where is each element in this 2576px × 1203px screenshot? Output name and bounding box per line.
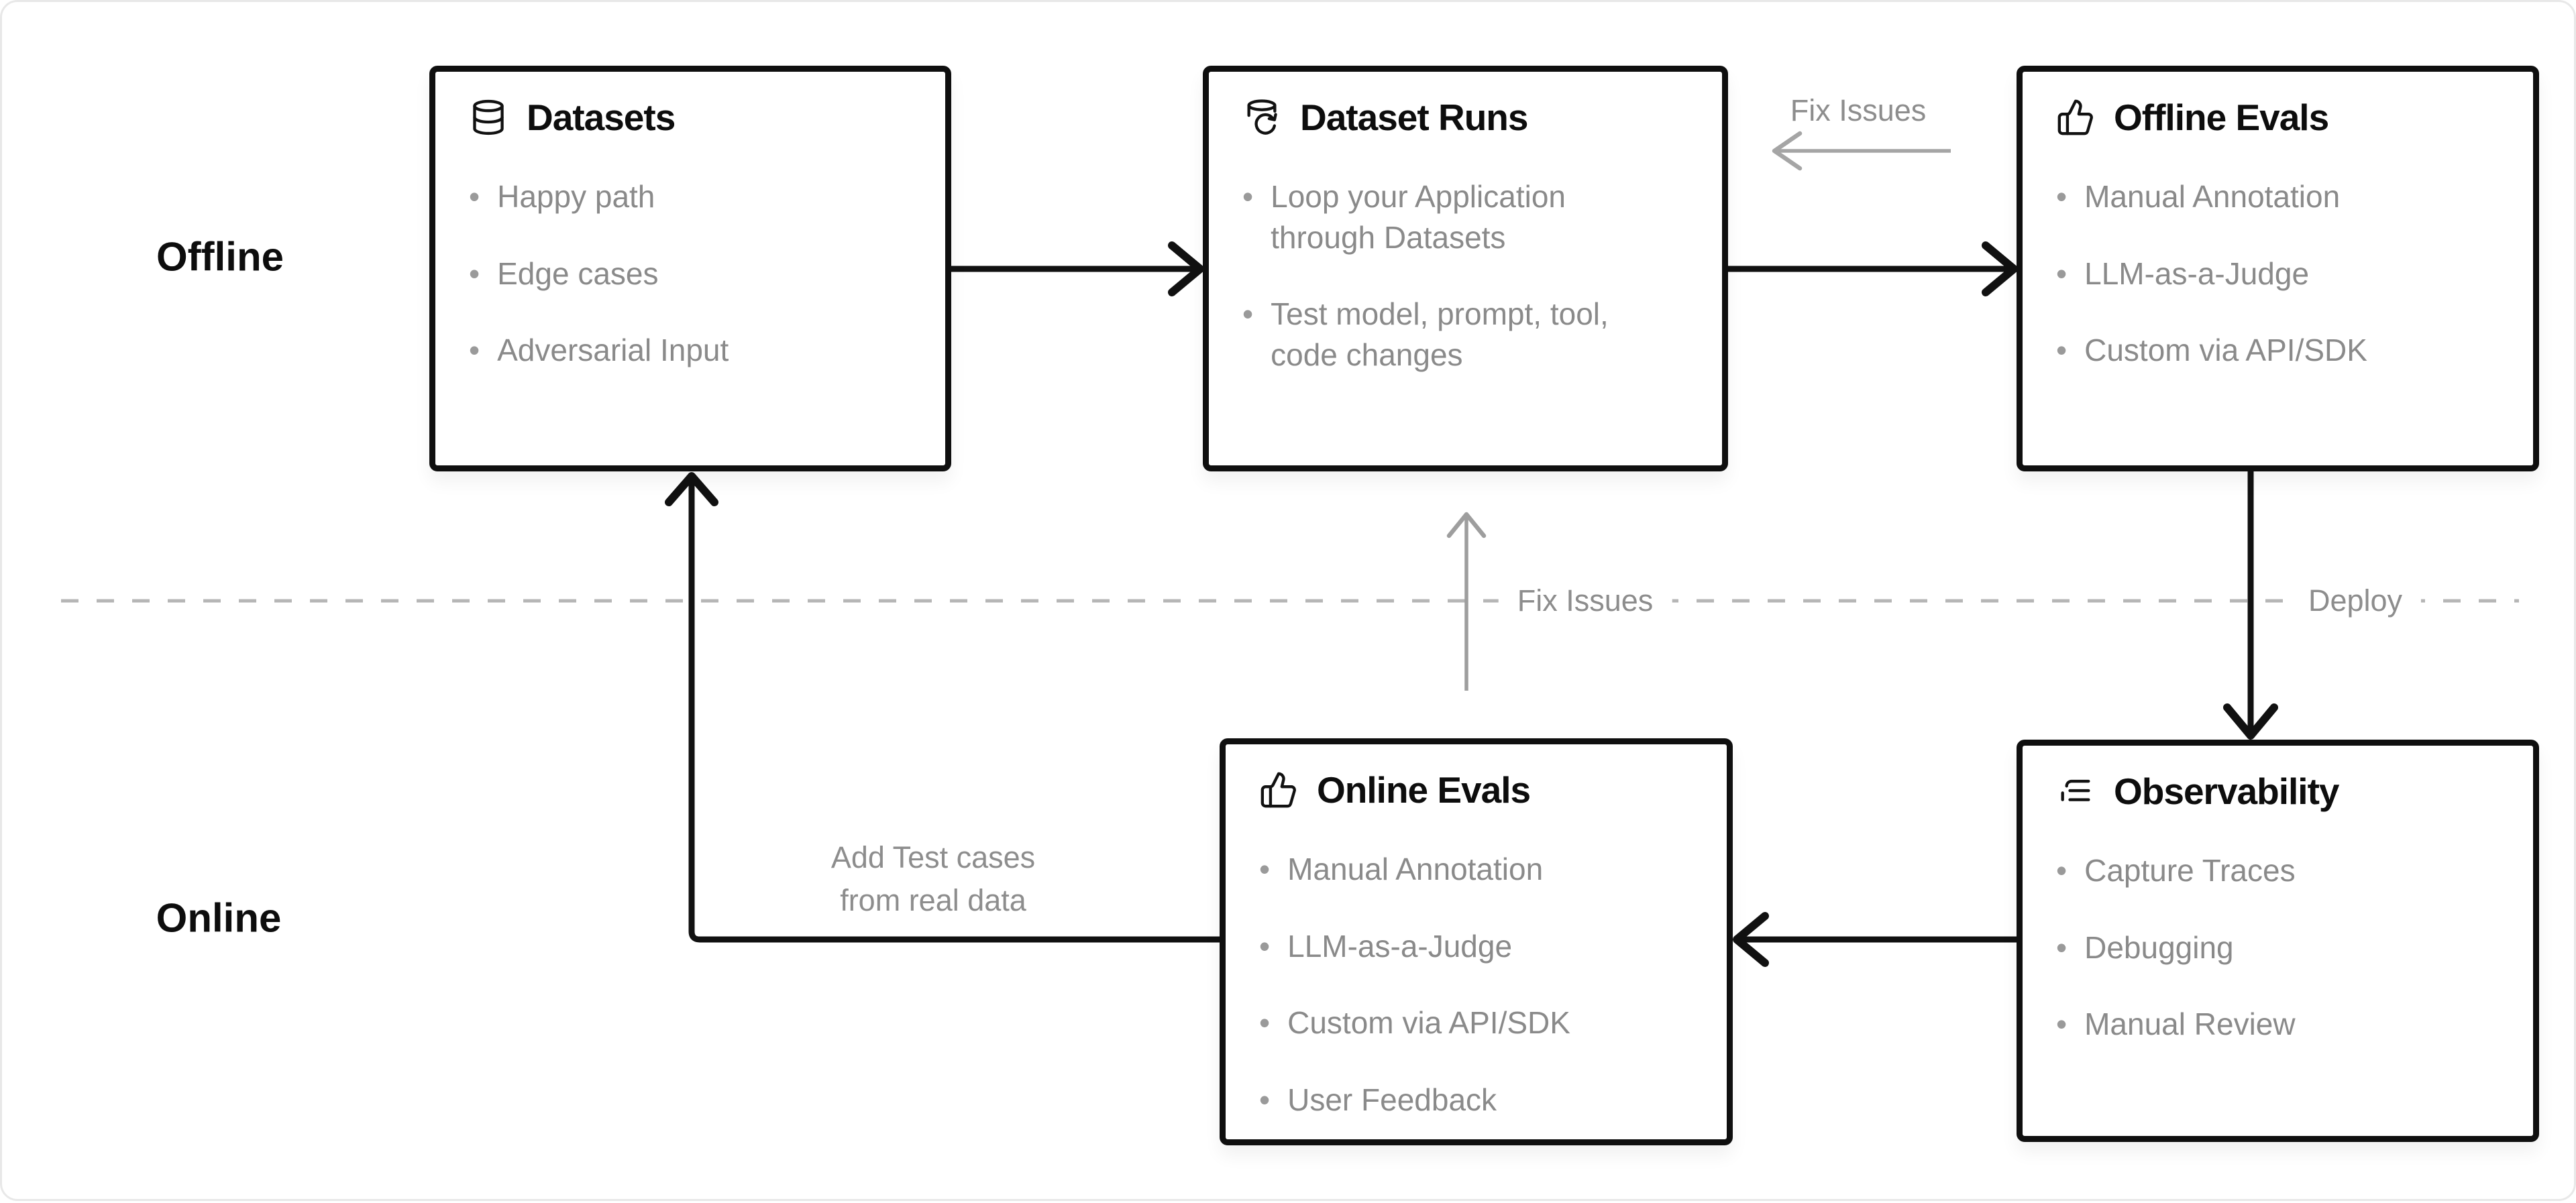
list-item: Edge cases (469, 253, 918, 294)
dataset-runs-box: Dataset Runs Loop your Application throu… (1203, 66, 1728, 471)
bullet-list: Loop your Application through Datasets T… (1242, 176, 1695, 376)
list-item: Capture Traces (2056, 850, 2506, 891)
bullet-list: Manual Annotation LLM-as-a-Judge Custom … (1259, 849, 1700, 1121)
database-loop-icon (1247, 99, 1277, 135)
datasets-box: Datasets Happy path Edge cases Adversari… (429, 66, 951, 471)
arrow-observability-to-online-evals (1733, 912, 2017, 967)
arrow-datasets-to-dataset-runs (951, 241, 1204, 296)
offline-lane-label: Offline (156, 234, 284, 280)
deploy-label: Deploy (2289, 579, 2422, 622)
thumbs-up-icon (1260, 772, 1296, 808)
list-item: Adversarial Input (469, 330, 918, 371)
list-item: Manual Annotation (2056, 176, 2506, 217)
arrow-fix-issues-mid (1446, 512, 1487, 691)
list-item: User Feedback (1259, 1080, 1700, 1121)
list-item: Manual Review (2056, 1004, 2506, 1045)
add-test-cases-line1: Add Test cases (830, 840, 1036, 874)
list-item: LLM-as-a-Judge (1259, 926, 1700, 967)
list-item: Manual Annotation (1259, 849, 1700, 890)
arrow-online-evals-to-datasets (665, 472, 1220, 943)
fix-issues-top-label: Fix Issues (1790, 93, 1927, 127)
box-title: Dataset Runs (1300, 97, 1528, 138)
list-item: Happy path (469, 176, 918, 217)
arrow-fix-issues-top (1772, 131, 1951, 171)
box-title: Observability (2114, 770, 2339, 812)
arrow-offline-evals-to-observability (2223, 471, 2278, 740)
list-item: Loop your Application through Datasets (1242, 176, 1695, 257)
list-tree-icon (2061, 779, 2090, 801)
bullet-list: Happy path Edge cases Adversarial Input (469, 176, 918, 371)
offline-evals-box: Offline Evals Manual Annotation LLM-as-a… (2017, 66, 2539, 471)
list-item: Test model, prompt, tool, code changes (1242, 294, 1695, 375)
box-title: Offline Evals (2114, 97, 2329, 138)
bullet-list: Capture Traces Debugging Manual Review (2056, 850, 2506, 1045)
list-item: LLM-as-a-Judge (2056, 253, 2506, 294)
add-test-cases-line2: from real data (840, 883, 1026, 917)
thumbs-up-icon (2057, 99, 2093, 135)
box-title: Online Evals (1317, 769, 1531, 811)
fix-issues-mid-label: Fix Issues (1498, 579, 1672, 622)
online-evals-box: Online Evals Manual Annotation LLM-as-a-… (1220, 738, 1733, 1145)
list-item: Custom via API/SDK (2056, 330, 2506, 371)
list-item: Debugging (2056, 927, 2506, 968)
bullet-list: Manual Annotation LLM-as-a-Judge Custom … (2056, 176, 2506, 371)
arrow-dataset-runs-to-offline-evals (1728, 241, 2018, 296)
add-test-cases-label: Add Test cases from real data (831, 836, 1035, 922)
box-title: Datasets (527, 97, 676, 138)
online-lane-label: Online (156, 895, 282, 941)
database-icon (473, 99, 504, 135)
list-item: Custom via API/SDK (1259, 1002, 1700, 1043)
observability-box: Observability Capture Traces Debugging M… (2017, 740, 2539, 1142)
